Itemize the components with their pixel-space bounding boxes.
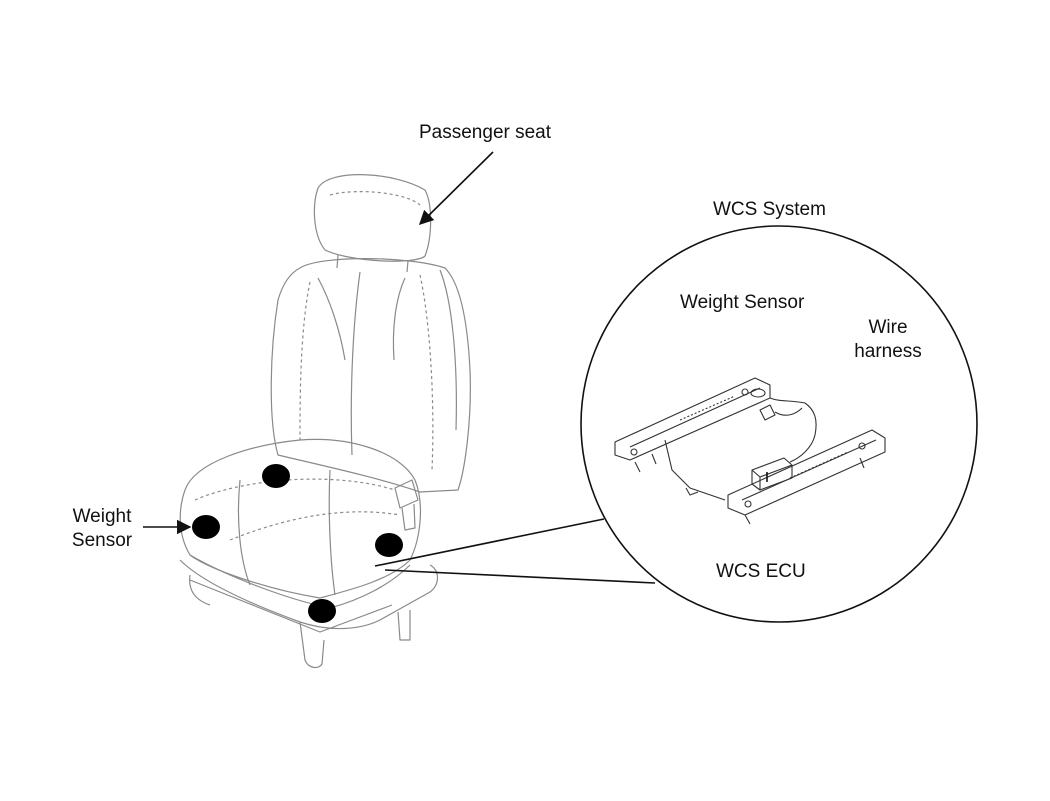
passenger-seat-illustration	[179, 174, 471, 669]
wire-harness	[769, 397, 817, 463]
wire-harness-label: Wire harness	[845, 316, 931, 364]
weight-sensor-left-label-line1: Weight	[72, 506, 132, 527]
wcs-system-inset-circle	[580, 225, 978, 623]
right-seat-rail	[727, 429, 886, 516]
weight-sensor-dot-front-right	[308, 599, 336, 623]
wcs-ecu-box	[751, 457, 793, 491]
weight-sensor-left-label: Weight Sensor	[62, 505, 142, 553]
seat-back	[270, 258, 471, 493]
weight-sensor-left-label-line2: Sensor	[71, 530, 133, 551]
callout-line-lower	[384, 569, 656, 584]
wcs-system-title: WCS System	[713, 199, 826, 220]
passenger-seat-label: Passenger seat	[419, 122, 552, 143]
callout-line-upper	[374, 518, 605, 567]
seatbelt-buckle	[394, 479, 419, 509]
weight-sensor-dots	[192, 464, 403, 623]
weight-sensor-dot-rear-left	[262, 464, 290, 488]
weight-sensor-dot-rear-right	[375, 533, 403, 557]
passenger-seat-arrow	[418, 151, 494, 226]
headrest	[313, 174, 432, 262]
wcs-hardware	[614, 377, 886, 525]
weight-sensor-inset-label: Weight Sensor	[680, 292, 805, 313]
wire-harness-label-line2: harness	[854, 341, 922, 362]
wcs-ecu-label: WCS ECU	[716, 561, 806, 582]
wire-harness-label-line1: Wire	[868, 317, 908, 338]
weight-sensor-dot-front-left	[192, 515, 220, 539]
